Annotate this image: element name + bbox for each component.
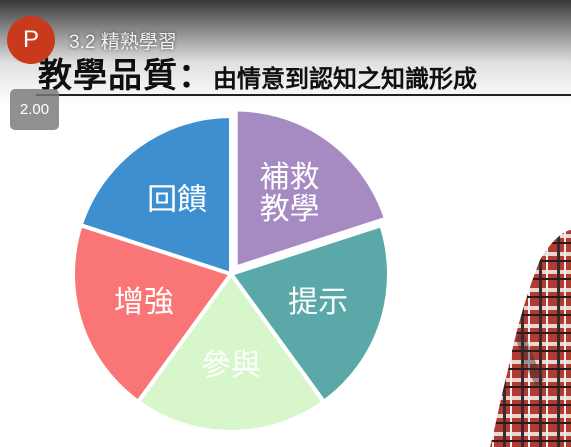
pie-slice-label: 教學 (260, 192, 320, 227)
pie-slice (135, 270, 327, 434)
pie-slice-label: 回饋 (147, 182, 207, 217)
video-title[interactable]: 3.2 精熟學習 (69, 32, 177, 53)
pie-slice-label: 參與 (201, 348, 261, 383)
pie-slice-label: 提示 (288, 285, 348, 320)
channel-avatar[interactable]: P (7, 16, 55, 64)
presenter-figure (490, 230, 571, 447)
playback-speed-badge[interactable]: 2.00 (10, 89, 59, 130)
pie-slice (227, 222, 391, 405)
pie-slice-label: 增強 (114, 285, 174, 320)
pie-slice (71, 222, 235, 405)
pie-slice-label: 補救 (260, 160, 320, 195)
